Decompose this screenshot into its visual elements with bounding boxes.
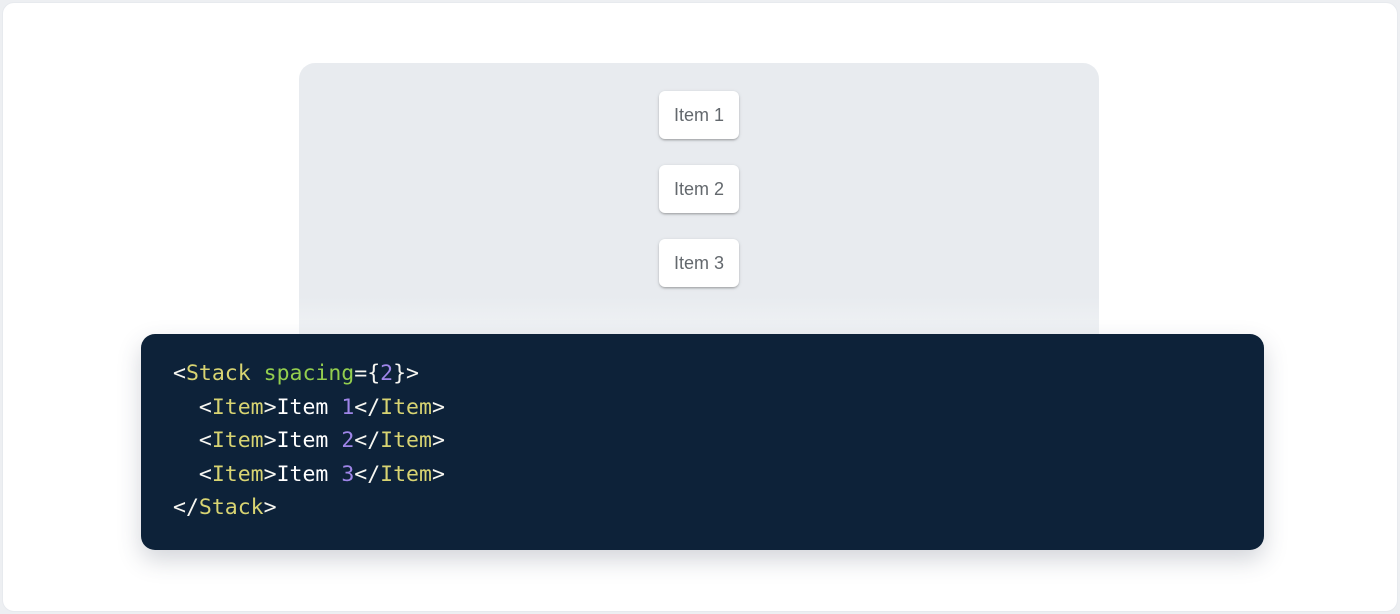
code-line: <Item>Item 3</Item> xyxy=(198,461,445,487)
stack-item-label: Item 3 xyxy=(673,253,725,273)
code-content: <Stack spacing={2}> <Item>Item 1</Item> … xyxy=(173,357,1232,525)
stack-item-label: Item 2 xyxy=(673,179,725,199)
code-line: <Item>Item 2</Item> xyxy=(198,428,445,454)
code-line: <Item>Item 1</Item> xyxy=(198,394,445,420)
code-block: <Stack spacing={2}> <Item>Item 1</Item> … xyxy=(141,334,1264,550)
stack-container: Item 1 Item 2 Item 3 xyxy=(299,63,1099,287)
stack-item-label: Item 1 xyxy=(673,105,725,125)
stack-item-2: Item 2 xyxy=(659,165,739,213)
stack-item-3: Item 3 xyxy=(659,239,739,287)
code-line: </Stack> xyxy=(173,495,277,521)
code-line: <Stack spacing={2}> xyxy=(173,361,419,386)
stack-demo-panel: Item 1 Item 2 Item 3 xyxy=(299,63,1099,363)
stack-item-1: Item 1 xyxy=(659,91,739,139)
